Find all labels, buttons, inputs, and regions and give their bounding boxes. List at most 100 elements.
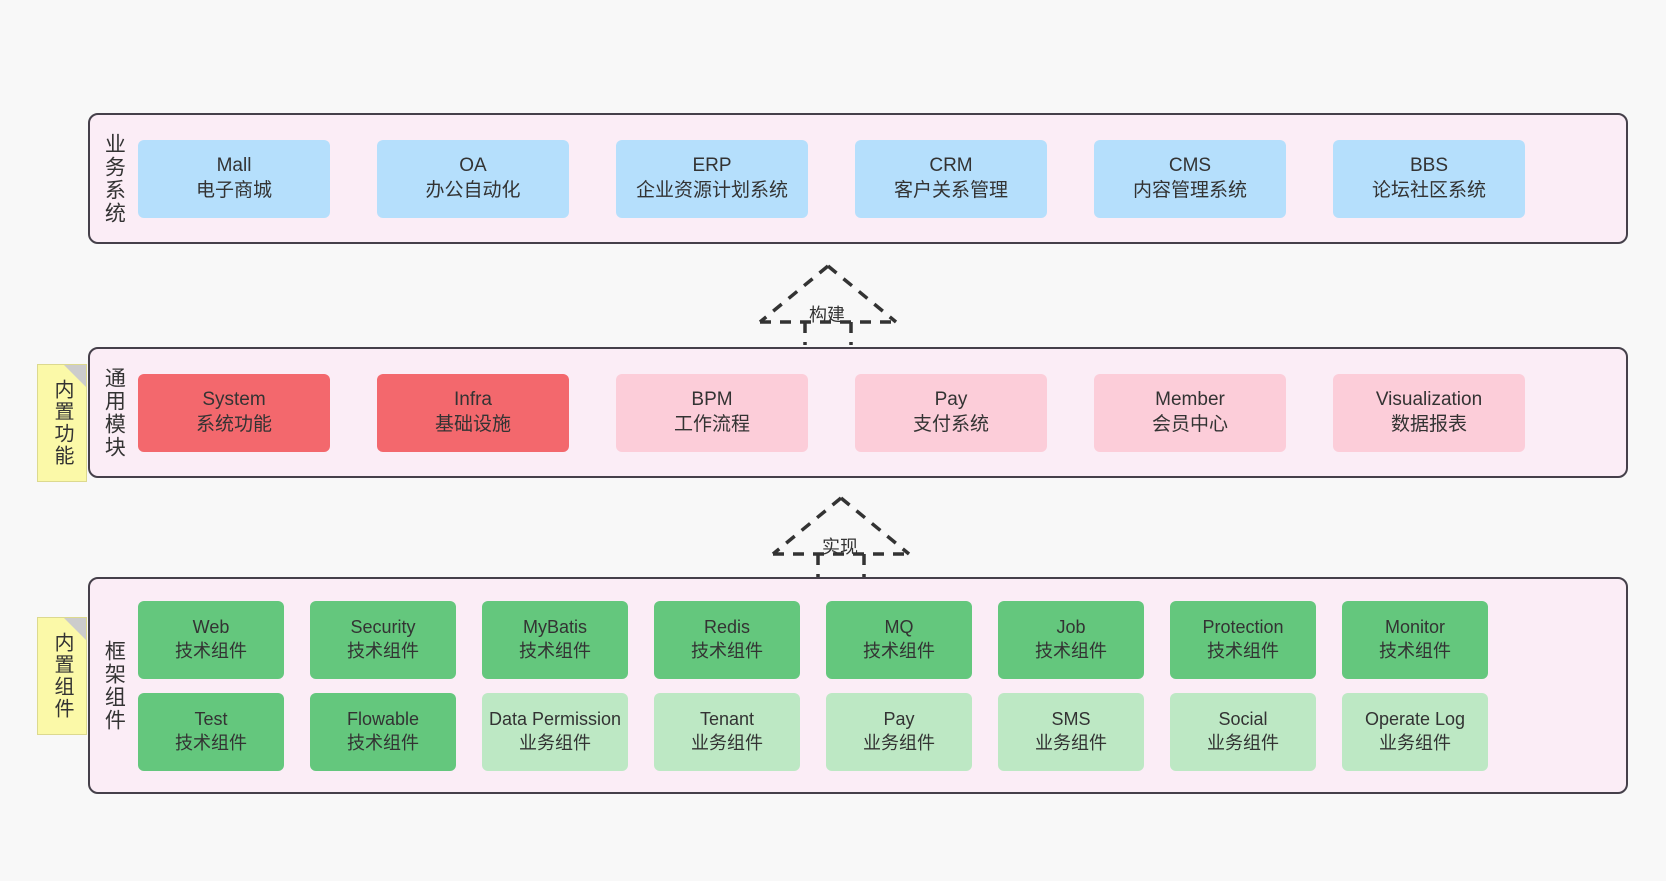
component-box-name: Flowable (346, 709, 420, 730)
component-box-name: MyBatis (522, 617, 587, 638)
note-fold-corner-icon (64, 365, 86, 387)
component-box-name: Pay (883, 709, 915, 730)
component-box-name: Protection (1202, 617, 1284, 638)
component-box-subtitle: 业务组件 (1035, 732, 1107, 753)
component-box-subtitle: 基础设施 (434, 413, 511, 435)
note-builtin-component-label: 内置组件 (51, 632, 73, 720)
component-box-name: CMS (1168, 155, 1212, 177)
connector-implement-arrow (771, 496, 911, 577)
component-box-name: BPM (691, 389, 733, 411)
component-box-subtitle: 技术组件 (1035, 640, 1107, 661)
component-box-subtitle: 数据报表 (1390, 413, 1467, 435)
connector-build: 构建 (757, 263, 899, 345)
connector-build-label: 构建 (809, 305, 845, 325)
note-fold-corner-icon (64, 618, 86, 640)
component-box-subtitle: 会员中心 (1151, 413, 1228, 435)
layer-business-system-title: 业务系统 (102, 132, 126, 225)
component-box-name: ERP (692, 155, 732, 177)
component-box-subtitle: 技术组件 (1207, 640, 1279, 661)
component-box-subtitle: 论坛社区系统 (1371, 179, 1486, 201)
component-box-subtitle: 企业资源计划系统 (635, 179, 788, 201)
note-builtin-component: 内置组件 (37, 617, 87, 735)
component-box-name: Infra (453, 389, 493, 411)
layer-common-module-title: 通用模块 (102, 366, 126, 459)
component-box-name: Visualization (1375, 389, 1483, 411)
component-box-name: Mall (216, 155, 252, 177)
component-box-subtitle: 技术组件 (175, 640, 247, 661)
component-box-subtitle: 技术组件 (519, 640, 591, 661)
component-box-name: Pay (934, 389, 968, 411)
component-box-name: Data Permission (488, 709, 622, 730)
component-box-name: Test (194, 709, 228, 730)
component-box-subtitle: 技术组件 (347, 640, 419, 661)
component-box-subtitle: 技术组件 (691, 640, 763, 661)
component-box-subtitle: 系统功能 (195, 413, 272, 435)
component-box-name: Security (350, 617, 416, 638)
component-box-subtitle: 技术组件 (1379, 640, 1451, 661)
component-box-name: Tenant (699, 709, 755, 730)
component-box-subtitle: 内容管理系统 (1132, 179, 1247, 201)
connector-build-arrow (758, 264, 898, 345)
component-box-name: Monitor (1384, 617, 1446, 638)
component-box-name: Redis (703, 617, 751, 638)
component-box-subtitle: 技术组件 (863, 640, 935, 661)
component-box-name: CRM (929, 155, 973, 177)
component-box-subtitle: 电子商城 (195, 179, 272, 201)
component-box-subtitle: 技术组件 (347, 732, 419, 753)
component-box-name: Web (192, 617, 230, 638)
component-box-subtitle: 客户关系管理 (893, 179, 1008, 201)
component-box-subtitle: 业务组件 (863, 732, 935, 753)
note-builtin-feature: 内置功能 (37, 364, 87, 482)
connector-implement: 实现 (770, 495, 912, 577)
component-box-name: Social (1218, 709, 1268, 730)
component-box-name: MQ (884, 617, 914, 638)
component-box-name: OA (459, 155, 487, 177)
component-box-name: SMS (1051, 709, 1091, 730)
component-box-name: Operate Log (1364, 709, 1466, 730)
component-box-subtitle: 业务组件 (519, 732, 591, 753)
component-box-subtitle: 技术组件 (175, 732, 247, 753)
component-box-subtitle: 业务组件 (691, 732, 763, 753)
component-box-subtitle: 工作流程 (673, 413, 750, 435)
note-builtin-feature-label: 内置功能 (51, 379, 73, 467)
component-box-subtitle: 支付系统 (912, 413, 989, 435)
